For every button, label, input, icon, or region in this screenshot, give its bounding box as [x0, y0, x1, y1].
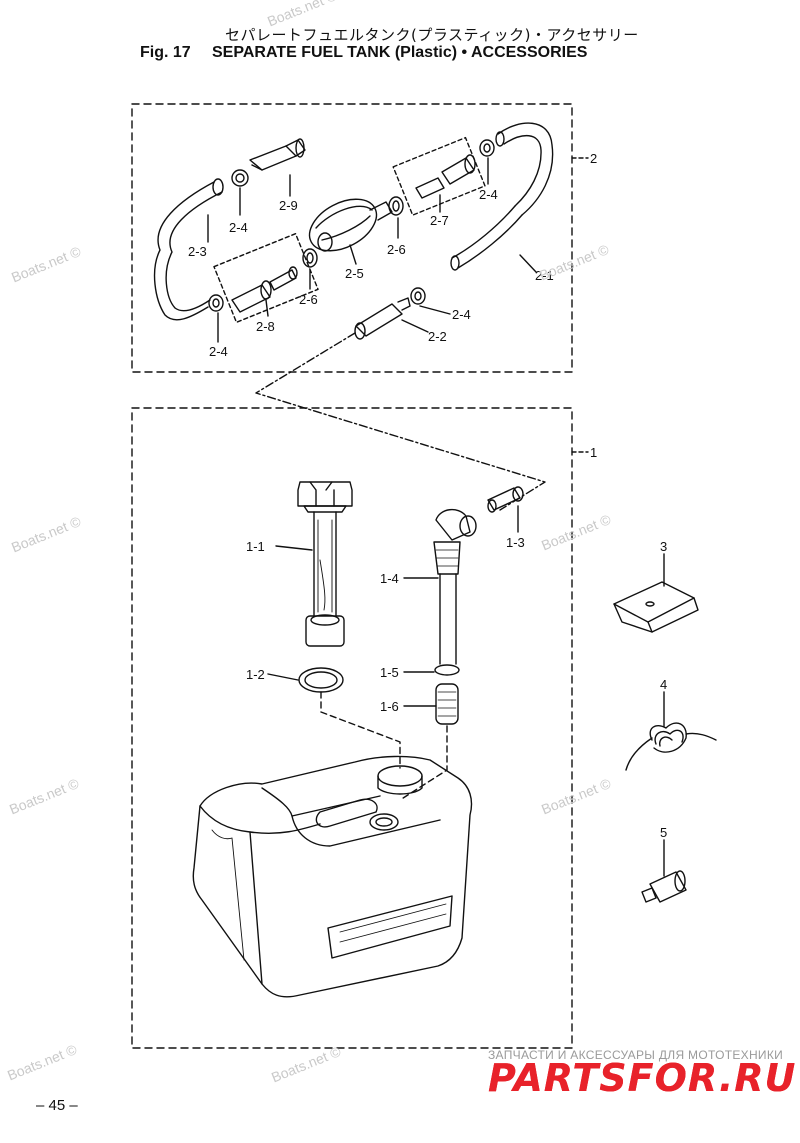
- connector-2-8-frame: [213, 233, 319, 323]
- hose-2-3: [153, 181, 215, 321]
- label-2-1: 2-1: [535, 268, 554, 283]
- connector-1-3: [487, 487, 521, 511]
- accessory-5-plug: [649, 871, 687, 903]
- label-2-3: 2-3: [188, 244, 207, 259]
- label-2-6-b: 2-6: [299, 292, 318, 307]
- label-2: 2: [590, 151, 598, 166]
- figure-number: Fig. 17: [140, 44, 191, 61]
- label-2-4-d: 2-4: [452, 307, 471, 322]
- page-number: – 45 –: [36, 1097, 78, 1114]
- label-2-5: 2-5: [345, 266, 364, 281]
- brand-tagline: ЗАПЧАСТИ И АКСЕССУАРЫ ДЛЯ МОТОТЕХНИКИ: [488, 1048, 784, 1062]
- filter-1-6: [435, 683, 459, 725]
- clamp-nut-2-4d: [410, 287, 426, 305]
- tank-filler-neck: [377, 765, 423, 787]
- japanese-title: セパレートフュエルタンク(プラスティック)・アクセサリー: [225, 26, 639, 44]
- label-1-3: 1-3: [506, 535, 525, 550]
- label-2-4-a: 2-4: [229, 220, 248, 235]
- connector-2-9: [249, 145, 297, 171]
- label-4: 4: [660, 677, 668, 692]
- label-1-1: 1-1: [246, 539, 265, 554]
- connector-2-8: [231, 284, 271, 313]
- hose-2-1: [497, 122, 554, 216]
- fuel-elbow-1-4: [435, 509, 471, 541]
- label-2-9: 2-9: [279, 198, 298, 213]
- label-2-2: 2-2: [428, 329, 447, 344]
- label-2-6-a: 2-6: [387, 242, 406, 257]
- connector-2-7-frame: [392, 136, 486, 216]
- accessory-4-coil: [649, 722, 687, 753]
- label-1-6: 1-6: [380, 699, 399, 714]
- label-2-8: 2-8: [256, 319, 275, 334]
- label-5: 5: [660, 825, 668, 840]
- connector-2-2: [355, 303, 403, 337]
- label-1-2: 1-2: [246, 667, 265, 682]
- figure-title: SEPARATE FUEL TANK (Plastic) • ACCESSORI…: [212, 44, 588, 61]
- label-2-4-c: 2-4: [209, 344, 228, 359]
- label-2-7: 2-7: [430, 213, 449, 228]
- clamp-nut-2-4a: [231, 169, 249, 187]
- accessory-3-pad: [613, 581, 695, 623]
- fuel-tank: [192, 755, 473, 998]
- fuel-gauge-1-1: [297, 481, 353, 507]
- brand-logo: PARTSFOR.RU: [488, 1056, 797, 1100]
- o-ring-1-5: [434, 664, 460, 676]
- label-2-4-b: 2-4: [479, 187, 498, 202]
- group-2-frame: [131, 103, 573, 373]
- label-1-4: 1-4: [380, 571, 399, 586]
- group-1-frame: [131, 407, 573, 1049]
- clamp-nut-2-4b: [479, 139, 495, 157]
- label-1: 1: [590, 445, 598, 460]
- connector-2-7: [415, 177, 445, 199]
- label-3: 3: [660, 539, 668, 554]
- label-1-5: 1-5: [380, 665, 399, 680]
- clamp-nut-2-6b: [302, 248, 318, 268]
- clamp-nut-2-4c: [208, 294, 224, 312]
